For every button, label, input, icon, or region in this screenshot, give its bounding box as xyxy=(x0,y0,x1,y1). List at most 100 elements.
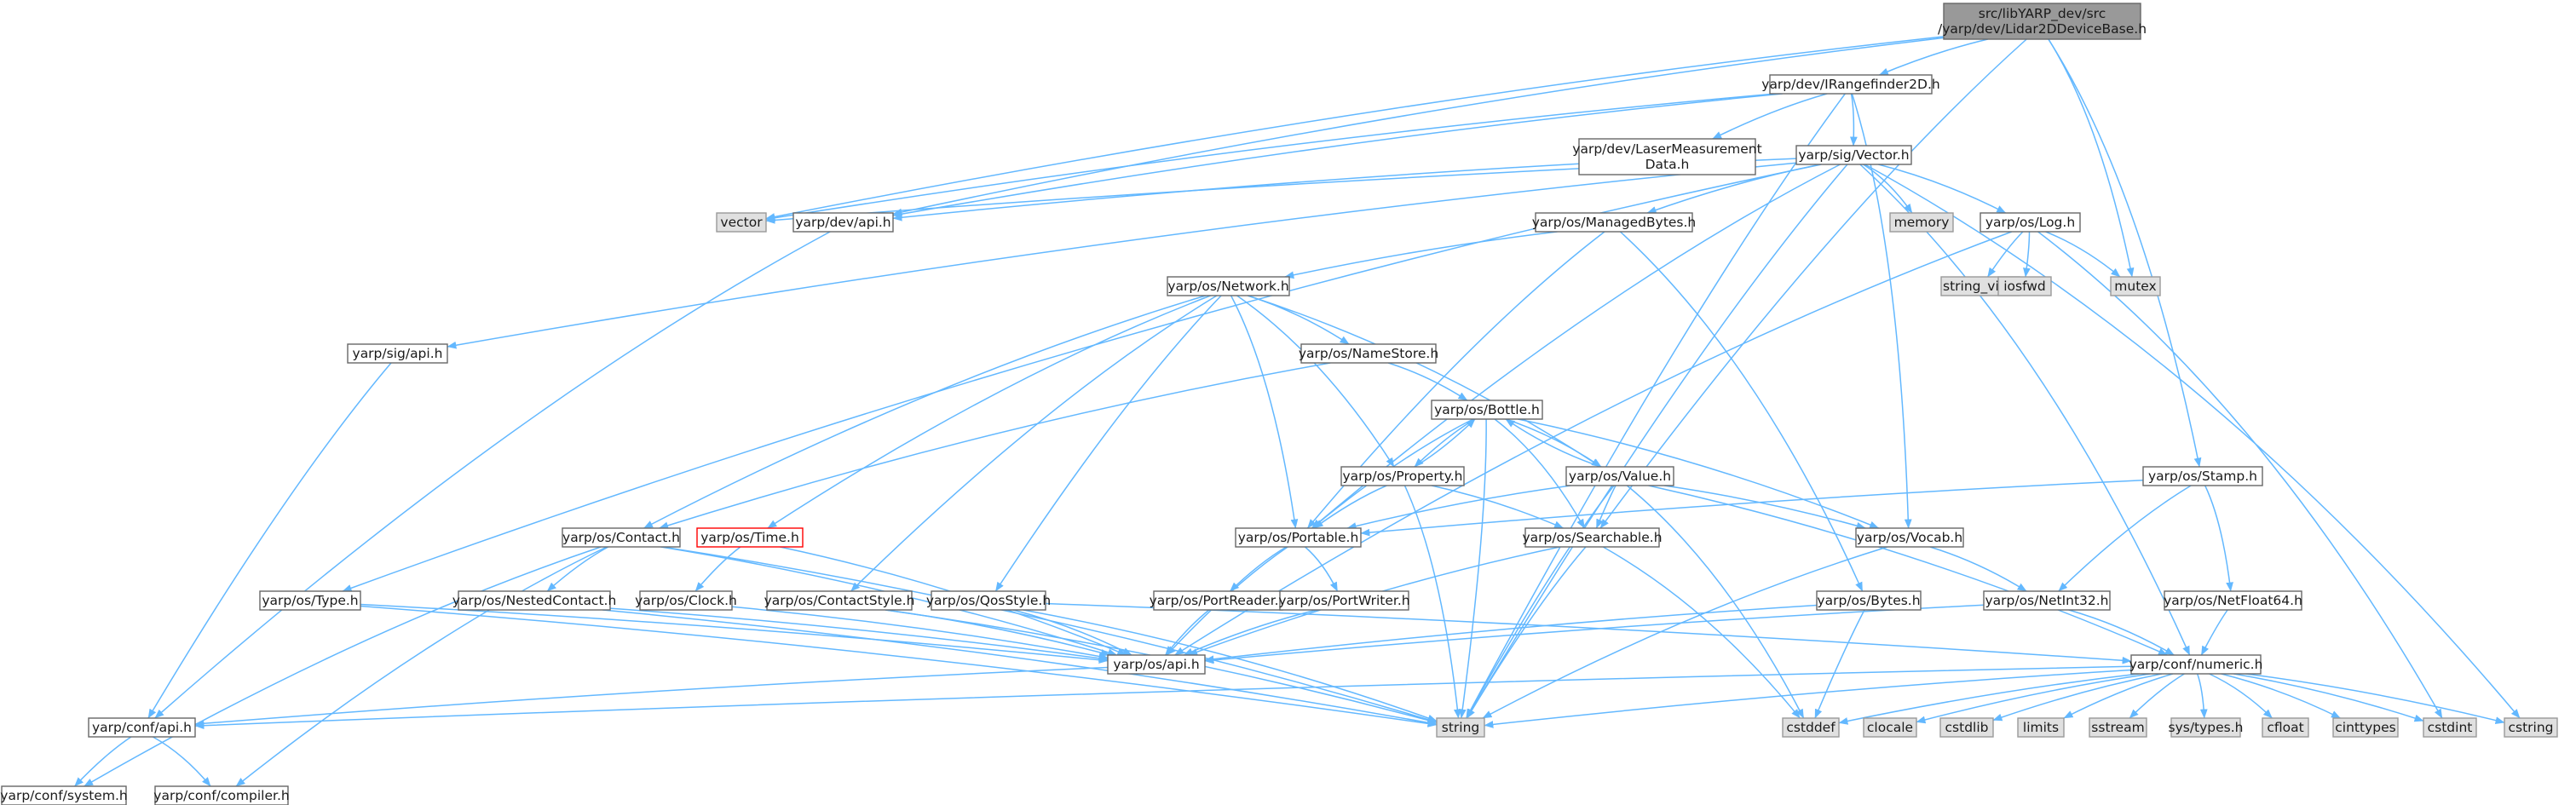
node-box xyxy=(1769,74,1933,95)
node-label: yarp/os/NameStore.h xyxy=(1299,346,1438,361)
edge-line xyxy=(765,36,1945,221)
edge-line xyxy=(1165,609,1210,656)
node-vectorh[interactable]: yarp/sig/Vector.h xyxy=(1795,145,1912,165)
edge-numeric-to-limits xyxy=(2063,673,2174,719)
node-confcompiler[interactable]: yarp/conf/compiler.h xyxy=(153,785,290,805)
edge-numeric-to-cstddef xyxy=(1838,673,2139,725)
edge-line xyxy=(659,362,1331,530)
node-label: yarp/os/QosStyle.h xyxy=(926,593,1051,608)
edge-line xyxy=(1174,231,2013,656)
edge-network-to-contact xyxy=(643,295,1207,529)
edge-line xyxy=(154,231,831,719)
node-nested[interactable]: yarp/os/NestedContact.h xyxy=(452,590,617,611)
edge-line xyxy=(1864,164,2521,719)
edge-line xyxy=(765,93,1776,222)
node-box xyxy=(458,590,611,611)
node-box xyxy=(2262,717,2309,738)
node-network[interactable]: yarp/os/Network.h xyxy=(1167,276,1290,296)
edge-line xyxy=(1230,295,1299,529)
node-property[interactable]: yarp/os/Property.h xyxy=(1340,466,1465,486)
node-box xyxy=(766,590,913,611)
edge-value-to-string xyxy=(1466,485,1615,719)
node-box xyxy=(2110,276,2161,296)
edge-bytes-to-osapi xyxy=(1204,604,1818,664)
node-searchable[interactable]: yarp/os/Searchable.h xyxy=(1522,527,1663,548)
node-sigapi[interactable]: yarp/sig/api.h xyxy=(347,343,448,364)
node-clock[interactable]: yarp/os/Clock.h xyxy=(635,590,737,611)
edge-numeric-to-cstdint xyxy=(2233,673,2424,722)
edge-line xyxy=(84,546,602,787)
node-bytes[interactable]: yarp/os/Bytes.h xyxy=(1816,590,1922,611)
node-label: cfloat xyxy=(2267,720,2303,735)
node-box xyxy=(1167,276,1290,296)
node-bottle[interactable]: yarp/os/Bottle.h xyxy=(1431,400,1543,420)
node-type[interactable]: yarp/os/Type.h xyxy=(259,590,361,611)
edge-line xyxy=(1663,485,1866,530)
edge-line xyxy=(1431,485,1565,529)
node-netint32[interactable]: yarp/os/NetInt32.h xyxy=(1983,590,2111,611)
node-box xyxy=(2142,466,2263,486)
node-label: yarp/os/Type.h xyxy=(262,593,358,608)
node-box xyxy=(1279,590,1409,611)
edge-line xyxy=(1458,418,1487,719)
node-vocab[interactable]: yarp/os/Vocab.h xyxy=(1855,527,1964,548)
node-label: cstdint xyxy=(2428,720,2473,735)
node-stamp[interactable]: yarp/os/Stamp.h xyxy=(2142,466,2263,486)
node-devapi[interactable]: yarp/dev/api.h xyxy=(792,212,894,233)
node-time[interactable]: yarp/os/Time.h xyxy=(696,527,804,548)
node-label: cstdlib xyxy=(1945,720,1989,735)
edge-managed-to-bytes xyxy=(1619,231,1864,592)
edge-line xyxy=(2063,673,2174,719)
node-box xyxy=(1943,3,2141,40)
node-confapi[interactable]: yarp/conf/api.h xyxy=(88,717,196,738)
node-osapi[interactable]: yarp/os/api.h xyxy=(1107,654,1206,675)
edge-line xyxy=(2023,231,2031,278)
node-value[interactable]: yarp/os/Value.h xyxy=(1565,466,1674,486)
edge-line xyxy=(1878,38,1988,76)
node-numeric[interactable]: yarp/conf/numeric.h xyxy=(2129,654,2263,675)
node-managed[interactable]: yarp/os/ManagedBytes.h xyxy=(1532,212,1697,233)
edge-value-to-portable xyxy=(1346,485,1571,530)
node-iosfwd: iosfwd xyxy=(1997,276,2052,296)
edge-contact-to-nested xyxy=(546,546,609,592)
node-confsystem[interactable]: yarp/conf/system.h xyxy=(0,785,128,805)
edge-line xyxy=(1992,673,2163,722)
edge-line xyxy=(1505,418,1602,468)
node-label: yarp/os/Portable.h xyxy=(1238,530,1359,545)
edge-line xyxy=(1484,669,2132,728)
node-netfloat64[interactable]: yarp/os/NetFloat64.h xyxy=(2164,590,2302,611)
node-box xyxy=(1939,717,1994,738)
edge-stamp-to-portable xyxy=(1360,479,2144,537)
node-qosstyle[interactable]: yarp/os/QosStyle.h xyxy=(926,590,1051,611)
node-memory: memory xyxy=(1889,212,1954,233)
edge-type-to-string xyxy=(360,605,1438,727)
node-portwriter[interactable]: yarp/os/PortWriter.h xyxy=(1278,590,1410,611)
node-box xyxy=(2089,717,2147,738)
edge-line xyxy=(1466,546,1587,719)
node-cfloat: cfloat xyxy=(2262,717,2309,738)
node-irange[interactable]: yarp/dev/IRangefinder2D.h xyxy=(1761,74,1940,95)
node-log[interactable]: yarp/os/Log.h xyxy=(1980,212,2081,233)
edge-vectorh-to-string xyxy=(1466,164,1848,719)
node-label: yarp/conf/numeric.h xyxy=(2129,657,2263,672)
node-label: cstring xyxy=(2508,720,2553,735)
edge-log-to-cstdint xyxy=(2037,231,2443,719)
edge-network-to-portable xyxy=(1230,295,1299,529)
edge-line xyxy=(1305,546,1339,592)
node-contactstyle[interactable]: yarp/os/ContactStyle.h xyxy=(764,590,915,611)
edge-line xyxy=(1929,546,2027,592)
node-label: sstream xyxy=(2091,720,2144,735)
edge-time-to-clock xyxy=(694,546,741,592)
node-portreader[interactable]: yarp/os/PortReader.h xyxy=(1150,590,1288,611)
node-namestore[interactable]: yarp/os/NameStore.h xyxy=(1299,343,1438,364)
node-box xyxy=(639,590,733,611)
edge-line xyxy=(1183,609,1317,656)
edge-line xyxy=(1626,485,1805,719)
node-contact[interactable]: yarp/os/Contact.h xyxy=(562,527,681,548)
node-portable[interactable]: yarp/os/Portable.h xyxy=(1235,527,1362,548)
edge-vectorh-to-log xyxy=(1878,164,2007,214)
node-label: yarp/os/Value.h xyxy=(1569,469,1671,484)
node-box xyxy=(1300,343,1437,364)
edge-value-to-searchable xyxy=(1595,485,1616,529)
